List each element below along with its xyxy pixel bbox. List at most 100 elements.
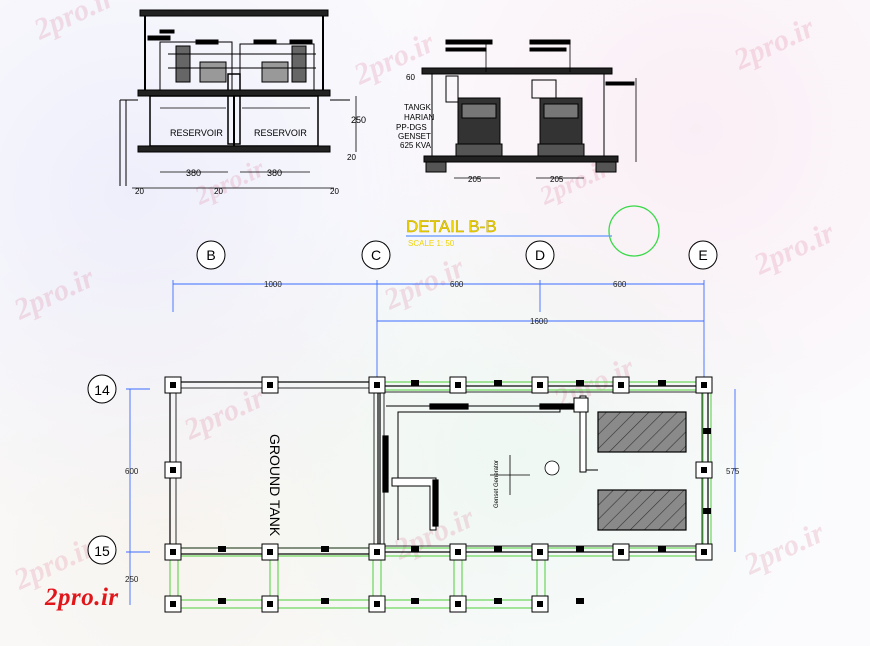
grid-bubble <box>87 374 117 404</box>
genset-unit <box>445 75 503 157</box>
dim-label: 250 <box>351 115 366 125</box>
watermark-text: 2pro.ir <box>8 261 99 327</box>
watermark-text: 2pro.ir <box>738 516 829 582</box>
grid-label: E <box>698 247 707 263</box>
dim-label: 205 <box>468 175 482 184</box>
dim-label: 380 <box>186 168 201 178</box>
grid-label: D <box>535 247 545 263</box>
pump-unit <box>261 61 289 83</box>
column-core <box>374 382 380 388</box>
column-core <box>170 467 176 473</box>
genset-labels: 60 TANGK HARIAN PP-DGS GENSET 625 KVA 20… <box>396 73 564 184</box>
genset-pad <box>597 411 687 453</box>
dim-label: 205 <box>550 175 564 184</box>
beam-marker <box>411 380 419 386</box>
column-core <box>537 601 543 607</box>
beam-marker <box>658 546 666 552</box>
grid-bubble <box>196 240 226 270</box>
beam-marker <box>576 598 584 604</box>
column-core <box>455 549 461 555</box>
watermarks: 2pro.ir 2pro.ir 2pro.ir 2pro.ir 2pro.ir … <box>8 0 839 597</box>
column-core <box>374 549 380 555</box>
grid-bubble <box>87 535 117 565</box>
grid-bubble <box>361 240 391 270</box>
dimension-lines <box>126 280 736 605</box>
dim-label: 575 <box>726 467 740 476</box>
dim-label: 20 <box>135 187 144 196</box>
reservoir-label: RESERVOIR <box>170 128 223 138</box>
detail-scale-text: SCALE 1: 50 <box>408 239 455 248</box>
reservoir-section <box>119 9 357 189</box>
column-core <box>618 382 624 388</box>
watermark-text: 2pro.ir <box>178 381 269 447</box>
grid-label: 15 <box>94 543 110 559</box>
grid-label: C <box>371 247 381 263</box>
beam-marker <box>494 598 502 604</box>
genset-pads <box>597 411 687 531</box>
beam-marker <box>218 598 226 604</box>
reservoir-labels: RESERVOIR RESERVOIR 380 380 20 20 20 250… <box>135 115 366 196</box>
column-core <box>701 467 707 473</box>
genset-label: PP-DGS <box>396 123 427 132</box>
dim-label: 380 <box>267 168 282 178</box>
column-core <box>537 549 543 555</box>
genset-note: Genset Generator <box>494 460 500 508</box>
genset-unit <box>531 79 585 157</box>
column-core <box>537 382 543 388</box>
detail-title-text: DETAIL B-B <box>406 217 497 236</box>
beam-marker <box>576 380 584 386</box>
grid-bubble <box>525 240 555 270</box>
column-core <box>455 601 461 607</box>
column-core <box>267 382 273 388</box>
dim-label: 20 <box>214 187 223 196</box>
grid-bubbles <box>87 240 718 565</box>
watermark-text: 2pro.ir <box>28 0 119 47</box>
column-core <box>455 382 461 388</box>
dim-label: 1600 <box>530 317 548 326</box>
beam-marker <box>576 546 584 552</box>
footings <box>164 376 713 613</box>
site-logo: 2pro.ir <box>45 584 119 611</box>
column-core <box>267 601 273 607</box>
dimension-labels: 1000 600 600 1600 600 250 575 <box>125 280 740 584</box>
dim-label: 600 <box>450 280 464 289</box>
beam-marker <box>494 546 502 552</box>
dim-label: 20 <box>347 153 356 162</box>
detail-title: DETAIL B-B SCALE 1: 50 <box>406 205 660 257</box>
beam-marker <box>321 546 329 552</box>
beam-marker <box>703 428 711 434</box>
beam-marker <box>411 598 419 604</box>
base-slab <box>137 145 331 153</box>
beam-marker <box>218 546 226 552</box>
beam-marker <box>411 546 419 552</box>
grid-label: B <box>206 247 215 263</box>
dim-label: 60 <box>406 73 415 82</box>
north-arrow <box>490 455 560 495</box>
watermark-text: 2pro.ir <box>189 153 269 211</box>
pressure-tank <box>291 45 307 83</box>
column-core <box>267 549 273 555</box>
genset-pad <box>597 489 687 531</box>
pump-unit <box>199 61 227 83</box>
beam-marker <box>321 598 329 604</box>
beam-marker <box>703 508 711 514</box>
grid-label: 14 <box>94 382 110 398</box>
column-core <box>170 601 176 607</box>
column-core <box>618 549 624 555</box>
dim-label: 1000 <box>264 280 282 289</box>
pressure-tank <box>175 45 191 83</box>
dim-label: 600 <box>125 467 139 476</box>
reservoir-label: RESERVOIR <box>254 128 307 138</box>
roof-slab <box>139 9 329 17</box>
column-core <box>170 549 176 555</box>
watermark-text: 2pro.ir <box>728 11 819 77</box>
beam-marker <box>658 380 666 386</box>
dim-label: 20 <box>330 187 339 196</box>
dim-label: 250 <box>125 575 139 584</box>
dim-label: 600 <box>613 280 627 289</box>
floor-slab <box>137 89 331 97</box>
slab <box>421 67 613 75</box>
column-core <box>701 549 707 555</box>
